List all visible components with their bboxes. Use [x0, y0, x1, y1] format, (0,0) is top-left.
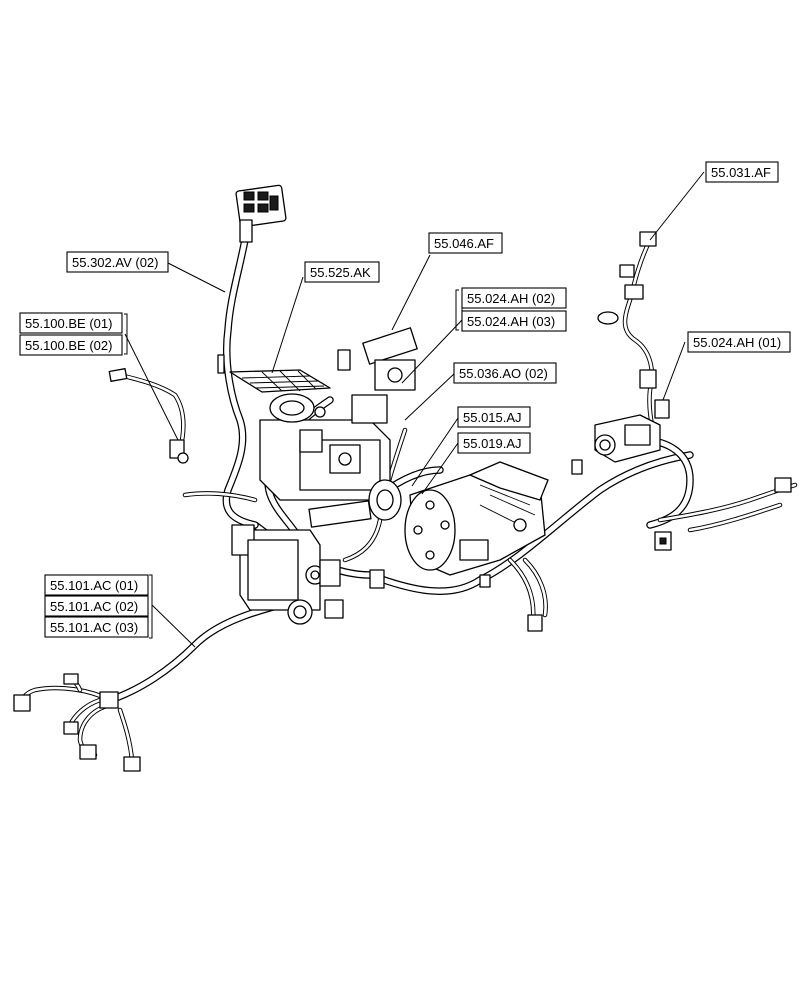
callout-55-101-ac-03[interactable]: 55.101.AC (03) — [44, 616, 149, 638]
svg-text:55.302.AV (02): 55.302.AV (02) — [72, 255, 158, 270]
callout-55-100-be-01[interactable]: 55.100.BE (01) — [19, 312, 123, 334]
right-lower-connectors — [527, 477, 792, 632]
right-solenoid — [571, 399, 670, 475]
joystick-connector — [235, 184, 287, 243]
svg-text:55.046.AF: 55.046.AF — [434, 236, 494, 251]
svg-text:55.036.AO (02): 55.036.AO (02) — [459, 366, 548, 381]
lower-left-connectors — [13, 673, 141, 772]
callout-55-036-ao-02[interactable]: 55.036.AO (02) — [453, 362, 557, 384]
callout-55-019-aj[interactable]: 55.019.AJ — [457, 432, 531, 454]
svg-text:55.024.AH (02): 55.024.AH (02) — [467, 291, 555, 306]
harness-components — [13, 184, 792, 772]
svg-text:55.101.AC (01): 55.101.AC (01) — [50, 578, 138, 593]
callout-55-015-aj[interactable]: 55.015.AJ — [457, 406, 531, 428]
cylinder-connector — [368, 479, 402, 589]
callout-55-100-be-02[interactable]: 55.100.BE (02) — [19, 334, 123, 356]
svg-text:55.100.BE (02): 55.100.BE (02) — [25, 338, 112, 353]
callout-55-302-av-02[interactable]: 55.302.AV (02) — [66, 251, 169, 273]
svg-text:55.019.AJ: 55.019.AJ — [463, 436, 522, 451]
callout-55-024-ah-02[interactable]: 55.024.AH (02) — [461, 287, 567, 309]
svg-text:55.015.AJ: 55.015.AJ — [463, 410, 522, 425]
svg-text:55.101.AC (02): 55.101.AC (02) — [50, 599, 138, 614]
callout-55-031-af[interactable]: 55.031.AF — [705, 161, 779, 183]
left-sensor — [108, 368, 189, 464]
lower-valve-bank — [231, 524, 344, 625]
svg-text:55.024.AH (01): 55.024.AH (01) — [693, 335, 781, 350]
pedal-plate — [217, 354, 331, 393]
callout-55-024-ah-03[interactable]: 55.024.AH (03) — [461, 310, 567, 332]
callout-55-024-ah-01[interactable]: 55.024.AH (01) — [687, 331, 791, 353]
callout-55-525-ak[interactable]: 55.525.AK — [304, 261, 380, 283]
wiring-harness — [19, 236, 798, 763]
valve-block-assembly — [259, 327, 418, 528]
svg-text:55.031.AF: 55.031.AF — [711, 165, 771, 180]
svg-text:55.100.BE (01): 55.100.BE (01) — [25, 316, 112, 331]
callout-55-101-ac-02[interactable]: 55.101.AC (02) — [44, 595, 149, 617]
hydraulic-motor — [404, 461, 549, 588]
top-right-sensor — [597, 231, 657, 389]
svg-text:55.024.AH (03): 55.024.AH (03) — [467, 314, 555, 329]
callout-55-101-ac-01[interactable]: 55.101.AC (01) — [44, 574, 149, 596]
svg-text:55.525.AK: 55.525.AK — [310, 265, 371, 280]
leader-lines — [124, 171, 705, 648]
callout-55-046-af[interactable]: 55.046.AF — [428, 232, 503, 254]
svg-text:55.101.AC (03): 55.101.AC (03) — [50, 620, 138, 635]
